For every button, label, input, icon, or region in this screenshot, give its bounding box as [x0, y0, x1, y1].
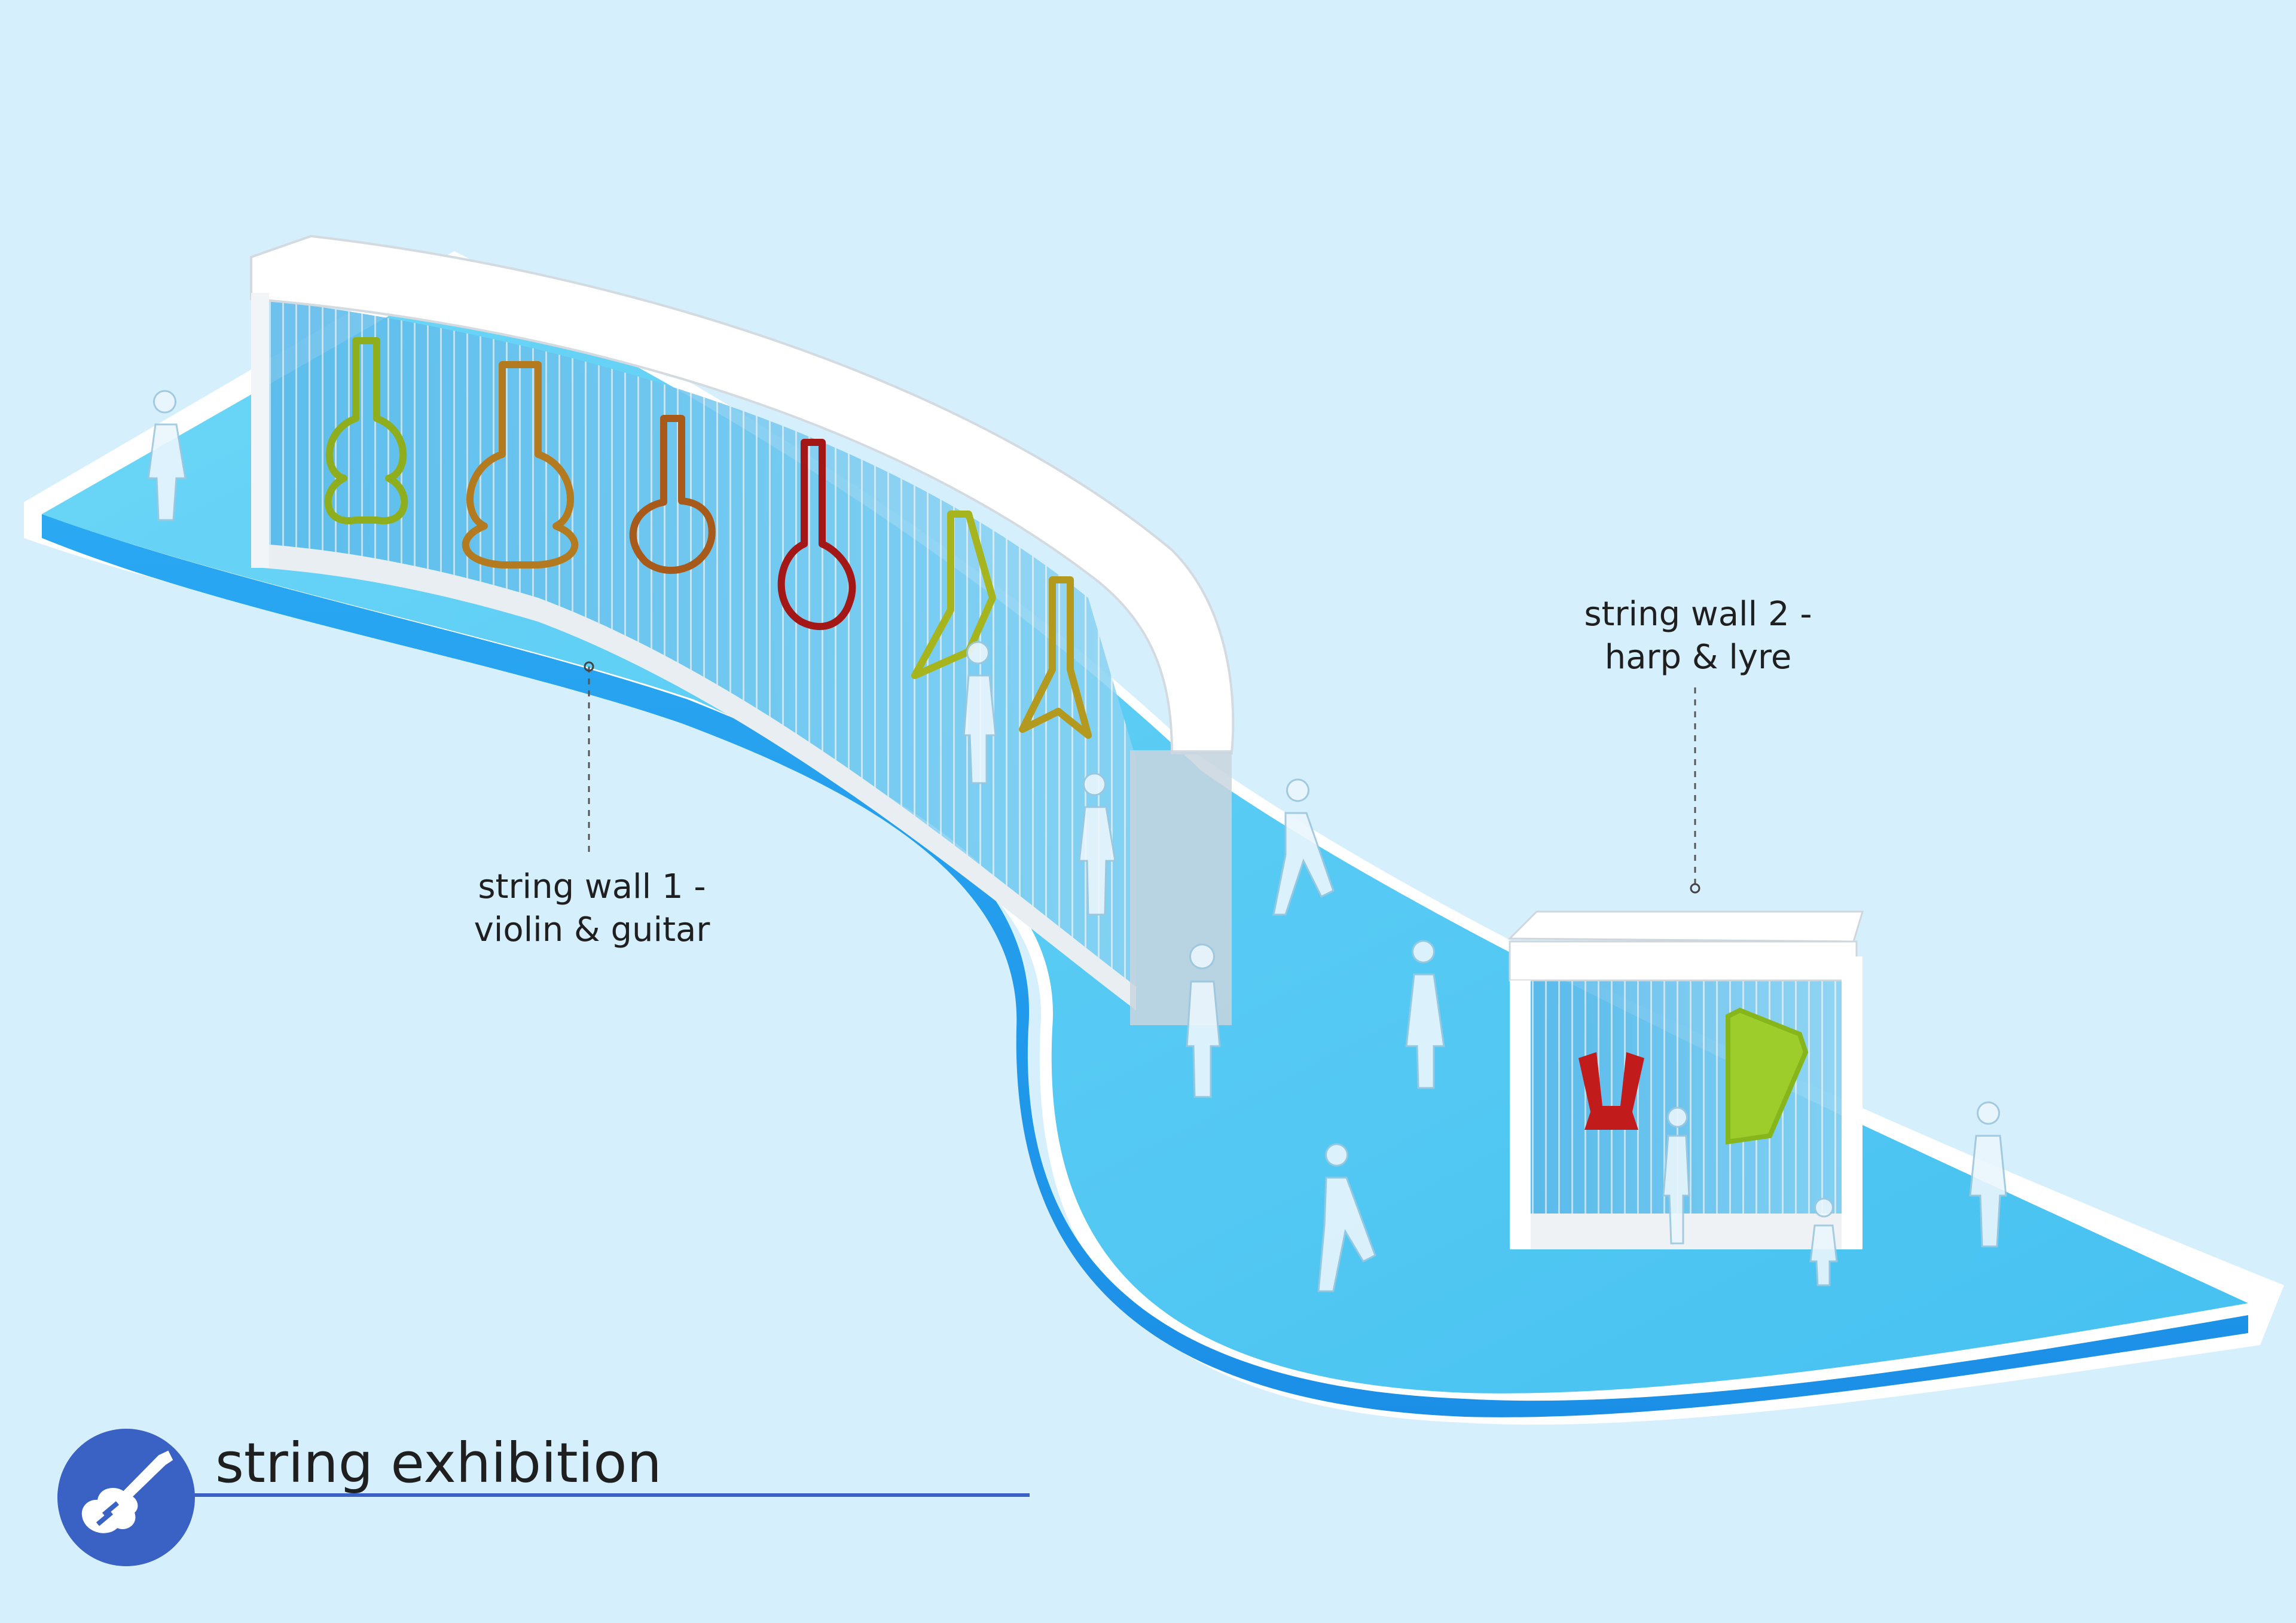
visitor-figure-icon	[1078, 772, 1116, 916]
wall-1-end-pillar	[1130, 750, 1232, 1025]
banjo-outline-icon	[629, 415, 716, 574]
wall-1-top-beam	[250, 234, 1235, 754]
wall-2-right-post	[1842, 956, 1863, 1249]
page-title: string exhibition	[215, 1431, 662, 1495]
title-badge	[57, 1429, 195, 1566]
lyre-icon	[1578, 1052, 1644, 1130]
wall-1-left-post	[251, 293, 269, 568]
floor-side	[42, 514, 2248, 1417]
title-underline	[190, 1493, 1030, 1497]
acoustic-guitar-outline-icon	[462, 361, 579, 568]
visitor-figure-icon	[1272, 778, 1335, 916]
visitor-figure-icon	[1186, 943, 1221, 1098]
wall-1-leader-dot	[584, 661, 594, 672]
wall-2-label: string wall 2 - harp & lyre	[1477, 593, 1919, 679]
harp-icon	[1726, 1007, 1809, 1145]
wall-2-strings	[1531, 980, 1860, 1214]
visitor-figure-icon	[1662, 1107, 1690, 1245]
wall-1-label-line-1: string wall 1 -	[478, 867, 706, 906]
visitor-figure-icon	[1405, 940, 1445, 1089]
visitor-figure-icon	[963, 641, 997, 784]
electric-guitar-icon	[81, 1450, 173, 1533]
visitor-figure-icon	[147, 390, 187, 521]
visitor-figure-icon	[1317, 1143, 1376, 1292]
wall-2-left-post	[1510, 980, 1531, 1249]
wall-2-leader-dot	[1690, 883, 1700, 894]
visitor-figure-icon	[1809, 1197, 1838, 1286]
visitor-figures	[147, 390, 2007, 1292]
wall-2-base	[1519, 1214, 1860, 1249]
wall-1-label-line-2: violin & guitar	[474, 910, 710, 949]
wall-2-label-line-2: harp & lyre	[1604, 638, 1792, 677]
wall-1-instruments	[324, 337, 1092, 739]
electric-guitar-outline-icon	[777, 439, 856, 631]
wall-1-label: string wall 1 - violin & guitar	[371, 866, 813, 952]
visitor-figure-icon	[1969, 1101, 2007, 1248]
wall-2-front-beam	[1509, 940, 1858, 982]
violin-outline-icon	[324, 337, 408, 525]
wall-2-label-line-1: string wall 2 -	[1584, 595, 1812, 634]
v-guitar-outline-icon	[1019, 576, 1092, 739]
wall-2-top-beam	[1507, 910, 1864, 943]
